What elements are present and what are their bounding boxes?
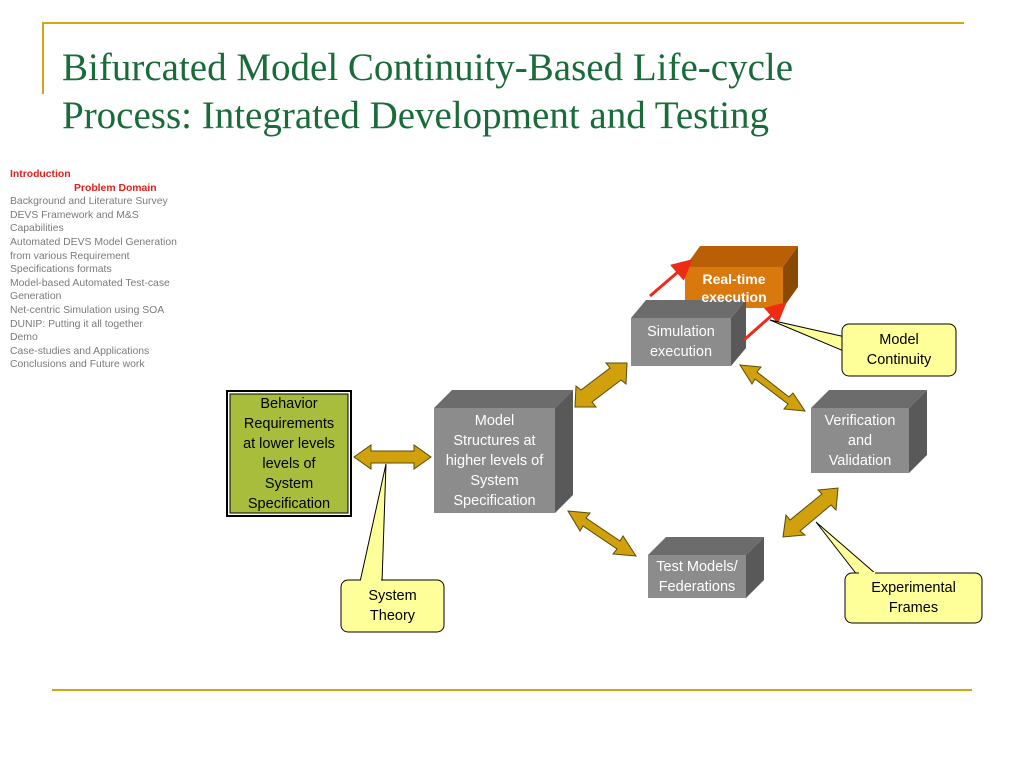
test-models-box xyxy=(648,537,764,598)
callout-model-continuity xyxy=(769,319,957,377)
outline-item[interactable]: DUNIP: Putting it all together xyxy=(10,318,143,330)
simulation-line-2: execution xyxy=(649,344,713,360)
experimental-frames-line-2: Frames xyxy=(888,600,939,616)
outline-item[interactable]: Automated DEVS Model Generation xyxy=(10,236,177,248)
model-continuity-line-1: Model xyxy=(879,332,919,348)
test-models-line-1: Test Models/ xyxy=(656,558,738,575)
top-rule xyxy=(42,22,964,24)
callout-system-theory xyxy=(340,463,445,633)
verification-line-1: Verification xyxy=(824,412,896,429)
bottom-rule xyxy=(52,689,972,691)
title-line-2: Process: Integrated Development and Test… xyxy=(62,94,770,137)
realtime-line-1: Real-time xyxy=(702,270,766,287)
test-models-line-2: Federations xyxy=(658,578,736,595)
verification-line-2: and xyxy=(847,432,873,449)
red-arrow-upper xyxy=(649,259,693,298)
outline-item-problem-domain[interactable]: Problem Domain xyxy=(74,182,157,194)
behavior-requirements-box xyxy=(226,390,352,517)
arrow-model-simulation xyxy=(574,362,628,408)
arrow-simulation-verification xyxy=(739,364,806,412)
behavior-line-3: at lower levels xyxy=(243,435,335,452)
simulation-execution-label: Simulation execution xyxy=(631,318,731,366)
arrow-model-test xyxy=(567,510,637,557)
behavior-requirements-label: Behavior Requirements at lower levels le… xyxy=(230,394,348,513)
verification-box xyxy=(811,390,927,473)
red-arrow-lower xyxy=(743,302,787,342)
behavior-line-1: Behavior xyxy=(260,395,318,412)
arrow-verification-test xyxy=(782,487,839,538)
system-theory-line-2: Theory xyxy=(369,608,416,624)
model-continuity-text: Model Continuity xyxy=(842,324,956,376)
realtime-execution-label: Real-time execution xyxy=(685,267,783,308)
outline-item[interactable]: Background and Literature Survey xyxy=(10,196,168,208)
behavior-line-4: levels of xyxy=(262,455,316,472)
model-structures-line-4: System xyxy=(470,472,519,489)
experimental-frames-line-1: Experimental xyxy=(871,580,956,596)
model-structures-line-3: higher levels of xyxy=(445,452,544,469)
model-structures-line-5: Specification xyxy=(453,492,536,509)
outline-item[interactable]: Net-centric Simulation using SOA xyxy=(10,304,165,316)
outline-item[interactable]: Specifications formats xyxy=(10,264,112,276)
simulation-execution-box xyxy=(631,300,746,366)
behavior-line-6: Specification xyxy=(247,495,331,512)
verification-line-3: Validation xyxy=(828,452,892,469)
outline-item[interactable]: Demo xyxy=(10,332,38,344)
slide-title: Bifurcated Model Continuity-Based Life-c… xyxy=(62,44,992,140)
model-continuity-line-2: Continuity xyxy=(866,352,932,368)
simulation-line-1: Simulation xyxy=(647,324,715,340)
outline-sidebar: Introduction Problem Domain Background a… xyxy=(10,168,210,372)
system-theory-text: System Theory xyxy=(341,580,444,632)
realtime-line-2: execution xyxy=(701,288,767,305)
behavior-line-5: System xyxy=(264,475,314,492)
model-structures-line-1: Model xyxy=(474,412,515,429)
outline-item[interactable]: DEVS Framework and M&S xyxy=(10,209,139,221)
experimental-frames-text: Experimental Frames xyxy=(845,573,982,623)
outline-item[interactable]: Capabilities xyxy=(10,223,64,235)
outline-item[interactable]: Model-based Automated Test-case xyxy=(10,277,170,289)
verification-label: Verification and Validation xyxy=(811,408,909,473)
outline-item[interactable]: Case-studies and Applications xyxy=(10,345,150,357)
model-structures-line-2: Structures at xyxy=(453,432,536,449)
title-line-1: Bifurcated Model Continuity-Based Life-c… xyxy=(62,46,794,89)
system-theory-line-1: System xyxy=(368,588,417,604)
outline-item-introduction[interactable]: Introduction xyxy=(10,169,71,180)
outline-item[interactable]: from various Requirement xyxy=(10,250,130,262)
arrow-behavior-model xyxy=(353,444,432,470)
callout-experimental-frames xyxy=(815,521,983,624)
left-rule xyxy=(42,22,44,94)
test-models-label: Test Models/ Federations xyxy=(648,555,746,598)
outline-item[interactable]: Generation xyxy=(10,291,62,303)
model-structures-box xyxy=(434,390,573,513)
behavior-line-2: Requirements xyxy=(243,415,335,432)
model-structures-label: Model Structures at higher levels of Sys… xyxy=(434,408,555,513)
outline-item[interactable]: Conclusions and Future work xyxy=(10,359,145,371)
